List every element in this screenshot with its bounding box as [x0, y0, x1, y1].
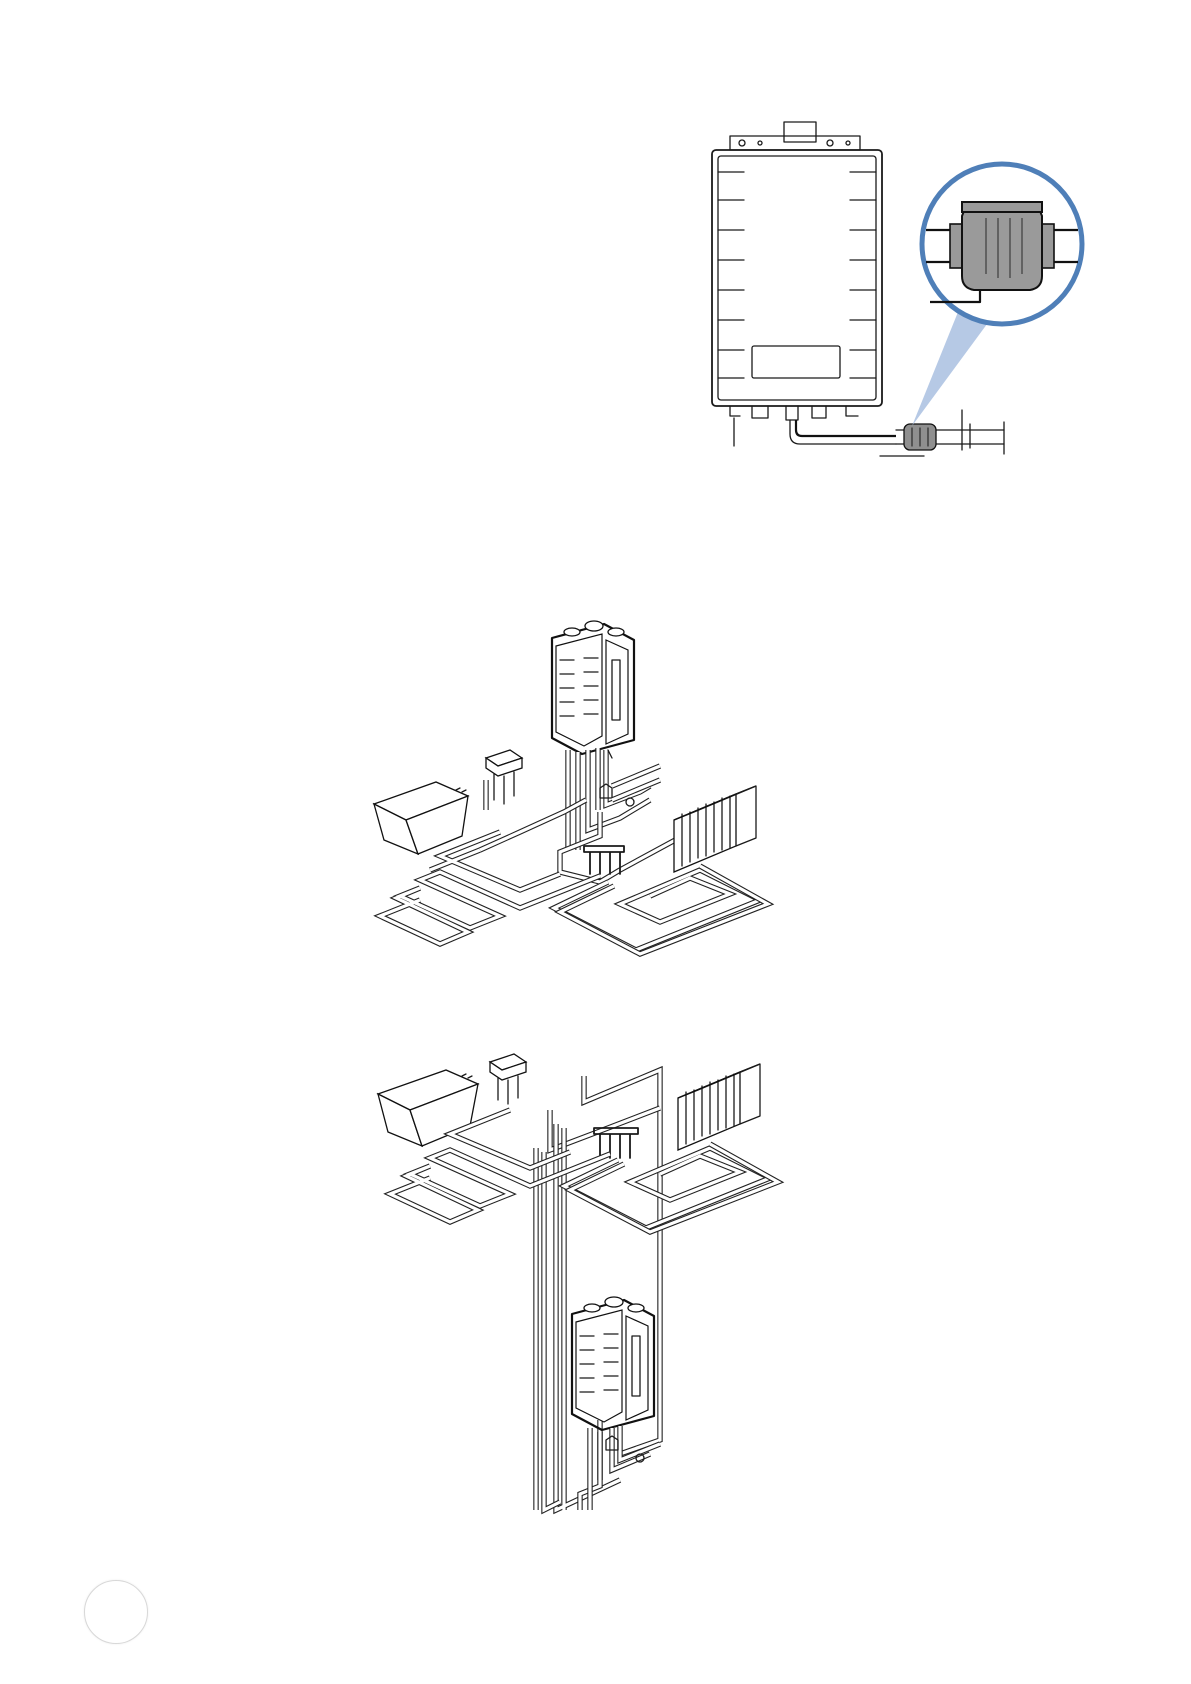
callout-wedge: [912, 312, 990, 426]
wall-bracket: [730, 122, 860, 150]
installation-below-diagram: [0, 1040, 1191, 1520]
bath-tub: [374, 782, 468, 854]
bottom-connections: [730, 406, 896, 446]
wash-basin: [486, 750, 522, 804]
radiator: [674, 786, 756, 872]
boiler-casing: [712, 150, 882, 406]
installation-above-diagram: [0, 600, 1191, 1020]
boiler-isometric-bottom: [572, 1297, 654, 1430]
pipework-bottom: [590, 1426, 660, 1510]
bath-tub-lower: [378, 1070, 478, 1146]
boiler-filter-diagram: [0, 0, 1191, 480]
wash-basin-lower: [490, 1054, 526, 1104]
casing-louvres: [718, 172, 876, 378]
boiler-isometric-top: [552, 621, 634, 754]
radiator-lower: [678, 1064, 760, 1150]
magnified-filter: [922, 164, 1082, 324]
magnetic-filter-small: [880, 410, 1004, 456]
page-number-circle: [84, 1580, 148, 1644]
